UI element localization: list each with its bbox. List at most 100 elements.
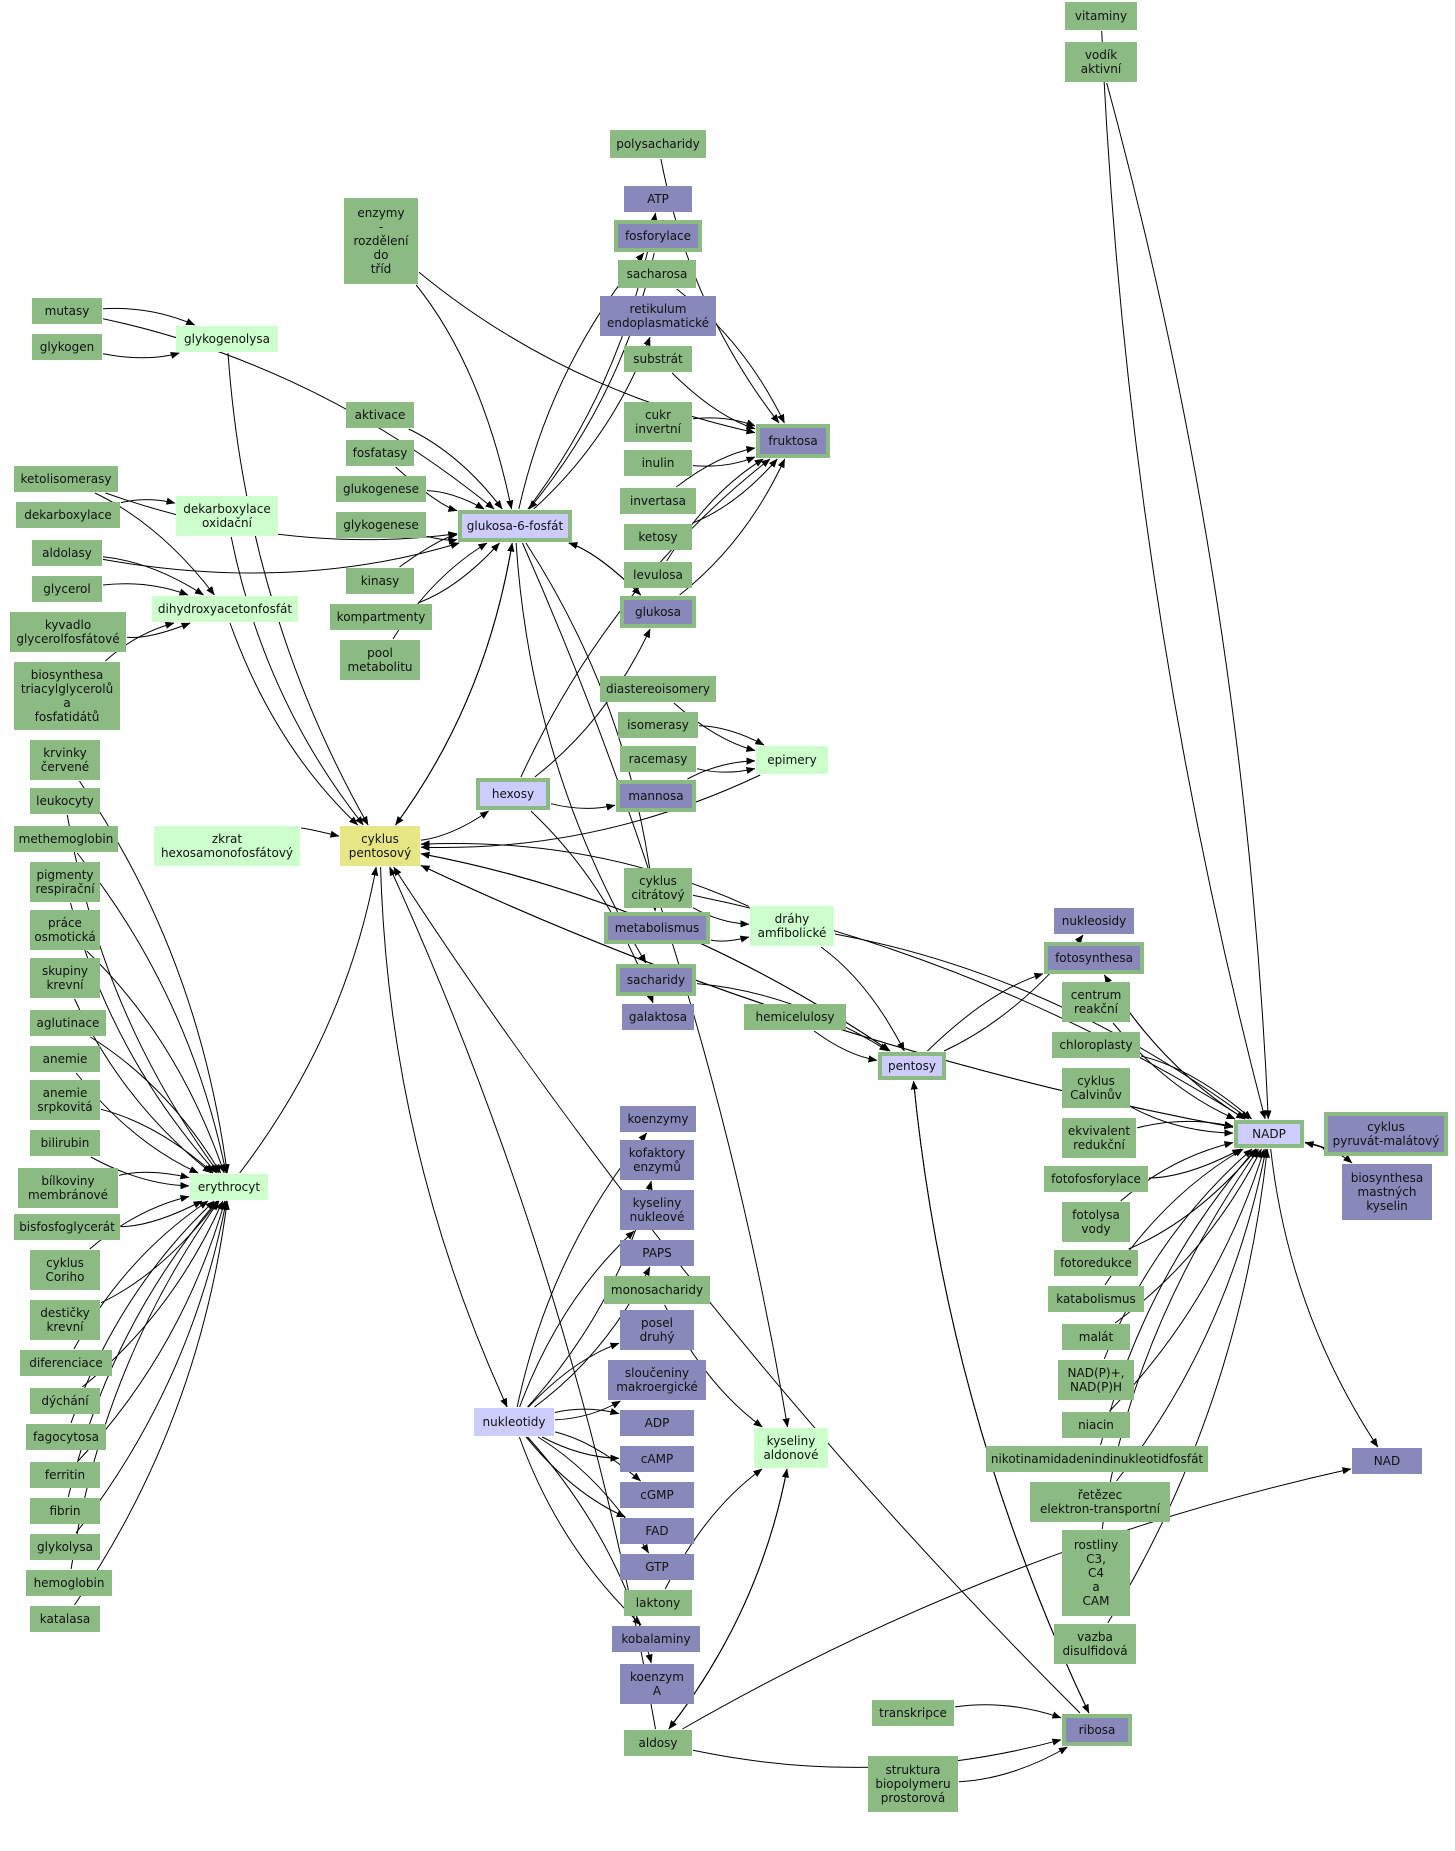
node-enzymy: enzymy - rozdělení do tříd (344, 198, 418, 284)
node-dekarbox-ox: dekarboxylace oxidační (176, 496, 278, 536)
node-label: pigmenty respirační (35, 868, 95, 896)
node-label: glykogen (39, 340, 95, 354)
node-pool: pool metabolitu (340, 640, 420, 680)
node-label: koenzymy (627, 1112, 689, 1126)
node-label: transkripce (879, 1706, 947, 1720)
edge-aldolasy-to-g6p (102, 542, 460, 574)
node-label: pentosy (887, 1059, 936, 1073)
edge-enzymy-to-fruktosa (418, 271, 756, 435)
node-kyseliny-ald: kyseliny aldonové (754, 1428, 828, 1468)
node-label: metabolismus (614, 921, 700, 935)
node-aldosy: aldosy (624, 1730, 692, 1756)
node-label: substrát (633, 352, 683, 366)
node-label: kyvadlo glycerolfosfátové (16, 618, 120, 646)
edge-kompartmenty-to-g6p (417, 542, 500, 604)
node-label: fruktosa (768, 434, 818, 448)
node-ferritin: ferritin (30, 1462, 100, 1488)
edge-kyvadlo-to-dhap (126, 622, 191, 639)
edge-hexosy-to-mannosa (550, 803, 616, 811)
node-label: isomerasy (627, 718, 689, 732)
edge-nukleotidy-to-adp (554, 1408, 620, 1416)
edge-nikotin-to-nadp (1100, 1148, 1257, 1446)
edge-enzymy-to-g6p (415, 284, 514, 510)
node-monosacharidy: monosacharidy (604, 1276, 710, 1304)
node-label: hemoglobin (33, 1576, 105, 1590)
edge-mutasy-to-g6p (102, 318, 495, 510)
edge-invertasa-to-fruktosa (675, 446, 756, 488)
node-label: nukleosidy (1061, 914, 1127, 928)
edge-aldosy-to-nad (682, 1467, 1352, 1730)
node-kofaktory: kofaktory enzymů (620, 1140, 694, 1180)
node-label: glukogenese (342, 482, 420, 496)
node-label: monosacharidy (610, 1283, 704, 1297)
node-label: anemie (42, 1052, 88, 1066)
node-centrum: centrum reakční (1062, 982, 1130, 1022)
node-label: krvinky červené (40, 746, 90, 774)
node-fibrin: fibrin (30, 1498, 100, 1524)
node-glykogenolysa: glykogenolysa (176, 326, 278, 352)
node-label: hemicelulosy (755, 1010, 835, 1024)
node-methemoglobin: methemoglobin (14, 826, 118, 852)
node-rostliny: rostliny C3, C4 a CAM (1062, 1530, 1130, 1616)
node-label: FAD (645, 1524, 669, 1538)
node-label: dýchání (41, 1394, 89, 1408)
edge-dhap-to-cyklus-pent (229, 622, 359, 826)
edge-ribosa-to-cyklus-pent (393, 866, 1081, 1714)
node-label: inulin (641, 456, 675, 470)
node-dychani: dýchání (30, 1388, 100, 1414)
node-label: cyklus pentosový (348, 832, 412, 860)
node-desticky: destičky krevní (30, 1300, 100, 1340)
edge-cyklus-pent-to-hexosy (420, 810, 489, 841)
node-pigmenty: pigmenty respirační (30, 862, 100, 902)
node-label: vazba disulfidová (1062, 1630, 1128, 1658)
node-isomerasy: isomerasy (618, 712, 698, 738)
node-katalasa: katalasa (30, 1606, 100, 1632)
node-label: vodík aktivní (1080, 48, 1122, 76)
node-label: ferritin (44, 1468, 86, 1482)
edge-kinasy-to-g6p (399, 532, 458, 568)
edge-ekvivalent-to-nadp (1136, 1120, 1234, 1129)
node-label: struktura biopolymeru prostorová (875, 1763, 951, 1805)
node-label: posel druhý (639, 1316, 675, 1344)
node-label: mannosa (628, 789, 684, 803)
node-cukr: cukr invertní (624, 402, 692, 442)
node-sacharidy: sacharidy (616, 964, 696, 996)
node-label: polysacharidy (616, 137, 700, 151)
node-anemie: anemie (30, 1046, 100, 1072)
node-fosforylace: fosforylace (614, 220, 702, 252)
node-kyvadlo: kyvadlo glycerolfosfátové (10, 612, 126, 652)
node-label: bisfosfoglycerát (19, 1220, 115, 1234)
node-diastereoisomery: diastereoisomery (600, 676, 716, 702)
node-biosynthesa-mk: biosynthesa mastných kyselin (1342, 1164, 1432, 1220)
node-label: ekvivalent redukční (1067, 1124, 1131, 1152)
node-label: levulosa (633, 568, 683, 582)
edge-nukleotidy-to-posel (528, 1342, 620, 1408)
node-struktura: struktura biopolymeru prostorová (868, 1756, 958, 1812)
node-label: aldosy (638, 1736, 678, 1750)
node-slouceniny: sloučeniny makroergické (608, 1360, 706, 1400)
node-nadph: NAD(P)+, NAD(P)H (1058, 1360, 1134, 1400)
edge-glukosa-to-fruktosa (679, 458, 786, 596)
node-label: cyklus Coriho (45, 1256, 85, 1284)
edge-g6p-to-sacharidy (515, 542, 647, 964)
node-label: cyklus Calvinův (1070, 1074, 1122, 1102)
node-label: fosfatasy (352, 446, 408, 460)
node-label: pool metabolitu (347, 646, 413, 674)
node-camp: cAMP (620, 1446, 694, 1472)
edge-zkrat-to-cyklus-pent (300, 827, 340, 838)
node-g6p: glukosa-6-fosfát (458, 510, 572, 542)
node-nadp: NADP (1234, 1120, 1304, 1148)
node-label: ADP (644, 1416, 670, 1430)
edge-fotoredukce-to-nadp (1128, 1148, 1257, 1250)
edge-nukleotidy-to-kobalaminy (518, 1436, 642, 1626)
node-ketosy: ketosy (624, 524, 692, 550)
edge-ketolisomerasy-to-dhap (94, 492, 215, 596)
node-label: diferenciace (29, 1356, 103, 1370)
node-label: kofaktory enzymů (628, 1146, 686, 1174)
node-nikotin: nikotinamidadenindinukleotidfosfát (986, 1446, 1208, 1472)
node-label: katalasa (39, 1612, 91, 1626)
node-ketolisomerasy: ketolisomerasy (14, 466, 118, 492)
node-label: nukleotidy (482, 1415, 546, 1429)
node-adp: ADP (620, 1410, 694, 1436)
node-koenzym-a: koenzym A (620, 1664, 694, 1704)
